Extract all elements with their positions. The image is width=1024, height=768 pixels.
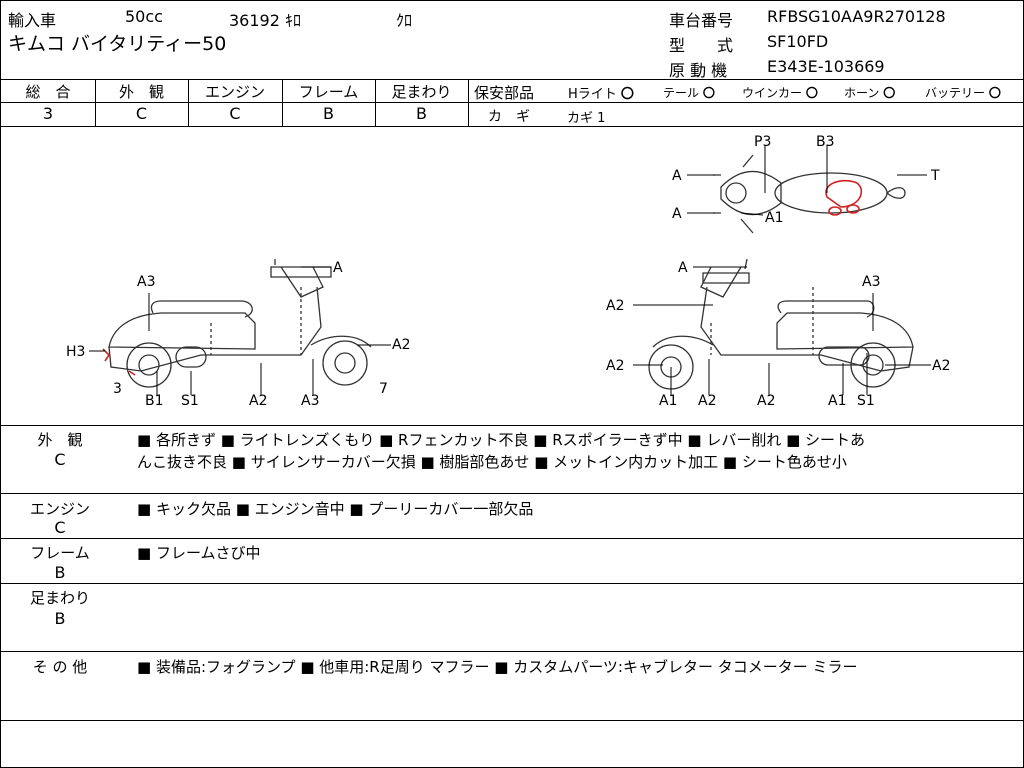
engine-number-label: 原 動 機 [669, 61, 728, 80]
damage-mark [846, 204, 860, 214]
diagram-label: A3 [301, 393, 319, 409]
safety-parts-label: 保安部品 [474, 84, 535, 102]
damage-mark [828, 206, 842, 216]
section-frame-label: フレーム [30, 544, 90, 562]
diagram-label: A [678, 260, 688, 276]
safety-item-horn: ホーン 〇 [844, 86, 896, 100]
divider [282, 79, 283, 126]
frame-number-label: 車台番号 [669, 11, 734, 30]
grade-frame-value: B [323, 104, 334, 123]
diagram-label: 7 [379, 381, 388, 397]
model-code-label: 型 式 [669, 36, 734, 55]
diagram-label: A2 [249, 393, 267, 409]
diagram-label: S1 [857, 393, 875, 409]
divider [1, 538, 1023, 539]
divider [1, 425, 1023, 426]
grade-overall-label: 総 合 [25, 83, 71, 101]
divider [1, 126, 1023, 127]
divider [95, 79, 96, 126]
divider [1, 493, 1023, 494]
diagram-label: A1 [659, 393, 677, 409]
divider [375, 79, 376, 126]
diagram-label: A2 [392, 337, 410, 353]
section-exterior-label: 外 観 [37, 431, 83, 449]
safety-item-battery: バッテリー 〇 [925, 86, 1001, 100]
grade-engine-label: エンジン [204, 83, 265, 101]
section-exterior-text-2: んこ抜き不良 ■ サイレンサーカバー欠損 ■ 樹脂部色あせ ■ メットイン内カッ… [137, 453, 847, 471]
section-engine-text: ■ キック欠品 ■ エンジン音中 ■ プーリーカバー一部欠品 [137, 500, 534, 518]
section-other-text: ■ 装備品:フォグランプ ■ 他車用:R足周り マフラー ■ カスタムパーツ:キ… [137, 658, 858, 676]
divider [188, 79, 189, 126]
diagram-label: A2 [606, 358, 624, 374]
divider [468, 102, 1023, 103]
diagram-label: A [672, 206, 682, 222]
diagram-label: A2 [606, 298, 624, 314]
frame-number: RFBSG10AA9R270128 [767, 7, 946, 26]
section-suspension-label: 足まわり [29, 589, 90, 607]
diagram-label: A2 [757, 393, 775, 409]
divider [1, 651, 1023, 652]
section-other-label: そ の 他 [32, 658, 88, 676]
color: ｸﾛ [396, 11, 413, 30]
diagram-label: A1 [828, 393, 846, 409]
safety-item-winker: ウインカー 〇 [742, 86, 818, 100]
diagram-label: B1 [145, 393, 164, 409]
diagram-label: A [672, 168, 682, 184]
grade-suspension-value: B [416, 104, 427, 123]
divider [1, 102, 468, 103]
diagram-label: T [930, 168, 940, 184]
damage-marks [102, 179, 863, 376]
section-engine-label: エンジン [29, 500, 90, 518]
model-name: キムコ バイタリティー50 [8, 33, 227, 55]
key-value: カギ 1 [567, 111, 606, 126]
model-code: SF10FD [767, 32, 829, 51]
section-engine-grade: C [54, 518, 66, 537]
diagram-label: 3 [113, 381, 122, 397]
diagram-label: H3 [66, 344, 85, 360]
diagram-label: P3 [754, 134, 771, 150]
diagram-label: A [333, 260, 343, 276]
diagram-label: B3 [816, 134, 835, 150]
diagram-label: A3 [862, 274, 880, 290]
damage-diagram: A3 A A2 H3 3 B1 S1 A2 A3 7 A A3 A2 A2 A2… [66, 134, 950, 409]
section-exterior-grade: C [54, 450, 66, 469]
safety-item-headlight: Hライト 〇 [568, 87, 634, 102]
divider [1, 583, 1023, 584]
mileage: 36192 ｷﾛ [229, 11, 301, 30]
scooter-top-view [713, 154, 906, 234]
scooter-left-view [108, 259, 372, 388]
grade-frame-label: フレーム [298, 83, 359, 101]
diagram-label: A1 [765, 210, 783, 226]
grade-exterior-value: C [135, 104, 148, 123]
section-frame-text: ■ フレームさび中 [137, 544, 261, 562]
divider [1, 79, 1023, 80]
diagram-label: A2 [932, 358, 950, 374]
grade-overall-value: 3 [42, 104, 54, 123]
leader-lines [89, 145, 931, 395]
engine-number: E343E-103669 [767, 57, 885, 76]
safety-item-taillight: テール 〇 [663, 86, 715, 100]
displacement: 50cc [125, 7, 163, 26]
section-suspension-grade: B [54, 609, 66, 628]
section-frame-grade: B [54, 563, 66, 582]
diagram-label: A3 [137, 274, 155, 290]
key-label: カ ギ [488, 109, 530, 125]
section-exterior-text: ■ 各所きず ■ ライトレンズくもり ■ Rフェンカット不良 ■ Rスポイラーき… [137, 431, 866, 449]
vehicle-type: 輸入車 [8, 11, 57, 30]
diagram-label: A2 [698, 393, 716, 409]
grade-engine-value: C [229, 104, 241, 123]
divider [1, 720, 1023, 721]
diagram-labels: A3 A A2 H3 3 B1 S1 A2 A3 7 A A3 A2 A2 A2… [66, 134, 950, 409]
damage-mark [128, 370, 136, 376]
grade-exterior-label: 外 観 [118, 83, 164, 101]
grade-suspension-label: 足まわり [391, 83, 452, 101]
damage-mark [825, 179, 863, 208]
diagram-label: S1 [181, 393, 199, 409]
divider [468, 79, 469, 126]
